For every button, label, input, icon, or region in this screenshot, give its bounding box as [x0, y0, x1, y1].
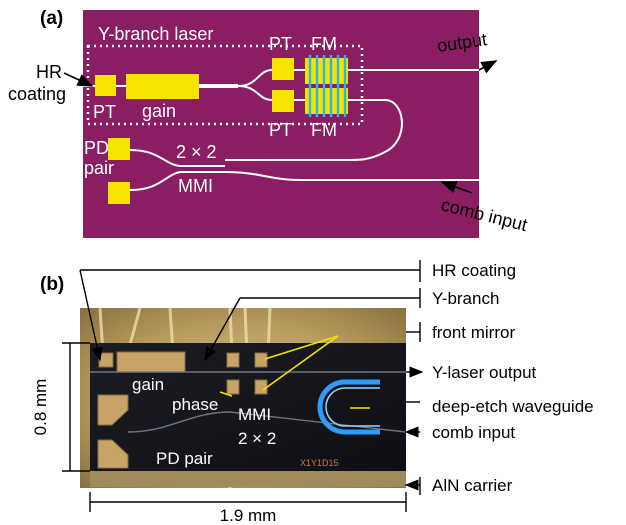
- height-scale-bar: [62, 342, 90, 472]
- width-scale-bar: [89, 492, 407, 512]
- front-mirror-label-b: front mirror: [432, 323, 515, 342]
- wg-loop: [348, 99, 403, 161]
- pair-label: pair: [84, 158, 114, 178]
- deep-etch-u: [317, 379, 380, 435]
- mmi-size-label: 2 × 2: [176, 142, 217, 162]
- comb-input-label-b: comb input: [432, 423, 515, 442]
- fm-gratings: [308, 55, 347, 117]
- aln-carrier-strip: [90, 471, 406, 487]
- hr-pad-b: [98, 352, 114, 368]
- gain-label: gain: [142, 101, 176, 121]
- panel-a-label: (a): [40, 8, 63, 29]
- waveguides-b: [90, 371, 407, 433]
- pad-b-2: [254, 352, 268, 368]
- height-label: 0.8 mm: [31, 379, 50, 436]
- pd-bottom-pad: [108, 182, 130, 204]
- mmi-label: MMI: [178, 176, 213, 196]
- pad-b-1: [226, 352, 240, 368]
- pd-top-pad: [108, 138, 130, 160]
- pad-b-4: [254, 379, 268, 395]
- hr-coating-label-b: HR coating: [432, 261, 516, 280]
- y-laser-output-label-b: Y-laser output: [432, 363, 537, 382]
- gain-label-b: gain: [132, 375, 164, 394]
- panel-a: (a) Y-branch laser: [8, 8, 529, 238]
- wg-split-bottom: [237, 85, 273, 101]
- waveguides-a: [83, 69, 479, 191]
- gain-pad-b: [116, 351, 186, 373]
- pads-b: [97, 351, 268, 469]
- comb-input-arrow: [440, 180, 473, 194]
- aln-carrier-label-b: AlN carrier: [432, 476, 513, 495]
- wg-comb-in: [224, 171, 479, 181]
- fm-bottom-label: FM: [311, 120, 337, 140]
- y-branch-laser-box: [86, 44, 364, 126]
- gain-pad: [126, 74, 199, 99]
- pt-bottom-pad: [272, 90, 294, 112]
- pd-pair-label-b: PD pair: [156, 449, 213, 468]
- wg-pd-bottom: [129, 171, 181, 191]
- fm-bottom-pad: [305, 88, 348, 114]
- fm-top-pad: [305, 58, 348, 84]
- pt-left-pad: [95, 75, 116, 96]
- chip-id-label: X1Y1D15: [300, 458, 339, 468]
- mmi-size-label-b: 2 × 2: [238, 429, 276, 448]
- callout-lines: [79, 260, 421, 495]
- pads-a: [95, 58, 348, 204]
- phase-label-b: phase: [172, 395, 218, 414]
- pt-top-pad: [272, 58, 294, 80]
- y-branch-laser-label: Y-branch laser: [98, 24, 213, 44]
- wg-pd-top: [129, 149, 181, 167]
- hr-arrow: [63, 72, 94, 87]
- pt-top-label: PT: [269, 34, 292, 54]
- pd-pad-b-1: [97, 394, 129, 426]
- pd-pad-b-2: [97, 439, 129, 469]
- deep-etch-label-b: deep-etch waveguide: [432, 397, 594, 416]
- y-branch-label-b: Y-branch: [432, 289, 499, 308]
- pd-label: PD: [84, 138, 109, 158]
- panel-b: (b): [31, 260, 594, 525]
- hr-label-1: HR: [36, 62, 62, 82]
- panel-b-label: (b): [40, 274, 64, 295]
- mmi-label-b: MMI: [238, 405, 271, 424]
- pt-bottom-label: PT: [269, 120, 292, 140]
- hr-label-2: coating: [8, 84, 66, 104]
- pad-b-3: [226, 379, 240, 395]
- deep-etch-u-inner: [325, 387, 380, 427]
- front-mirror-arrows: [219, 335, 370, 409]
- pt-left-label: PT: [93, 102, 116, 122]
- fm-top-label: FM: [311, 34, 337, 54]
- width-label: 1.9 mm: [220, 506, 277, 525]
- output-arrow: [478, 60, 498, 74]
